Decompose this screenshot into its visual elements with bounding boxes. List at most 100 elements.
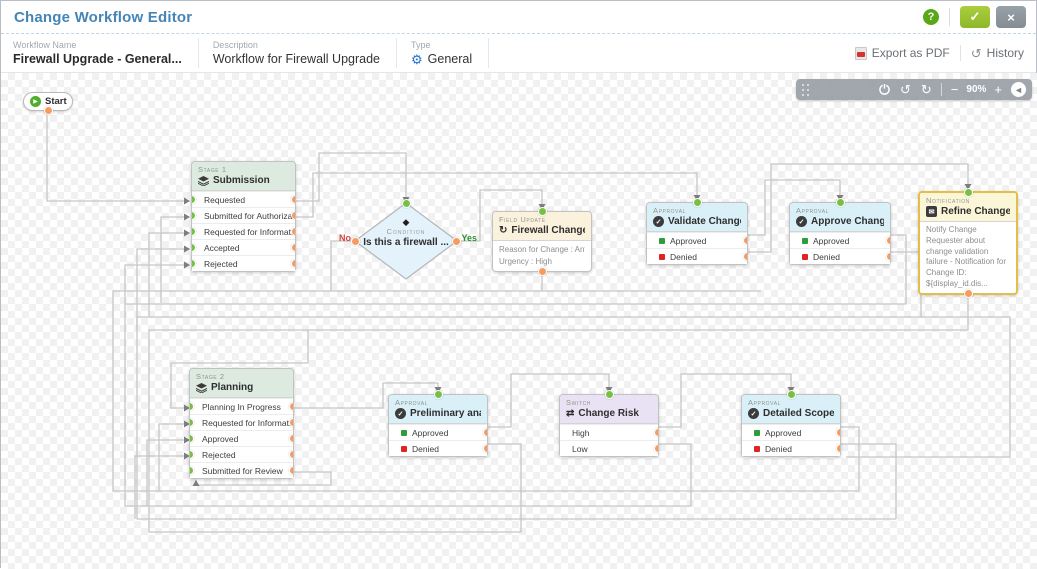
output-port[interactable]	[836, 444, 840, 453]
detailed-denied-row[interactable]: Denied	[742, 440, 840, 456]
switch-low-row[interactable]: Low	[560, 440, 658, 456]
drag-handle-icon[interactable]	[802, 83, 810, 96]
field-update-node[interactable]: Field Update ↻ Firewall Change fi... Rea…	[492, 207, 592, 276]
history-button[interactable]: ↺ History	[970, 45, 1024, 61]
output-port[interactable]	[743, 236, 747, 245]
output-port[interactable]	[289, 402, 293, 411]
input-port[interactable]	[190, 466, 194, 475]
input-port[interactable]	[192, 211, 196, 220]
input-port[interactable]	[433, 390, 443, 399]
output-port[interactable]	[743, 252, 747, 261]
output-port[interactable]	[654, 428, 658, 437]
stage1-row-requested[interactable]: Requested	[192, 191, 295, 207]
stage2-row-approved[interactable]: Approved	[190, 430, 293, 446]
output-port[interactable]	[483, 428, 487, 437]
collapse-toolbar-icon[interactable]: ◄	[1011, 82, 1026, 97]
stage1-node[interactable]: Stage 1 Submission Requested Submitted f…	[191, 161, 296, 272]
validate-denied-row[interactable]: Denied	[647, 248, 747, 264]
detailed-approved-row[interactable]: Approved	[742, 424, 840, 440]
stage1-row-requested-info[interactable]: Requested for Informat...	[192, 223, 295, 239]
help-icon[interactable]: ?	[923, 9, 939, 25]
approve-denied-row[interactable]: Denied	[790, 248, 890, 264]
switch-node[interactable]: Switch ⇄ Change Risk High Low	[559, 390, 659, 457]
workflow-name-field[interactable]: Workflow Name Firewall Upgrade - General…	[13, 38, 199, 68]
output-port[interactable]	[886, 236, 890, 245]
switch-high-row[interactable]: High	[560, 424, 658, 440]
output-port[interactable]	[291, 195, 295, 204]
stage1-title: Submission	[213, 175, 270, 186]
yes-output-port[interactable]	[452, 236, 461, 246]
save-confirm-button[interactable]: ✓	[960, 6, 990, 28]
preliminary-denied-row[interactable]: Denied	[389, 440, 487, 456]
stage1-row-accepted[interactable]: Accepted	[192, 239, 295, 255]
approval-detailed-node[interactable]: Approval ✓ Detailed Scope of... Approved…	[741, 390, 841, 457]
input-port[interactable]	[192, 227, 196, 236]
output-port[interactable]	[963, 288, 973, 298]
input-port[interactable]	[190, 418, 194, 427]
divider	[959, 45, 961, 61]
output-port[interactable]	[289, 418, 293, 427]
validate-approved-row[interactable]: Approved	[647, 232, 747, 248]
redo-icon[interactable]: ↻	[916, 83, 937, 96]
approval-approve-node[interactable]: Approval ✓ Approve Change ... Approved D…	[789, 198, 891, 265]
stage2-row-planning[interactable]: Planning In Progress	[190, 398, 293, 414]
output-port[interactable]	[291, 227, 295, 236]
input-port[interactable]	[786, 390, 796, 399]
reset-power-icon[interactable]	[874, 84, 895, 95]
stage2-row-requested-info[interactable]: Requested for Informat...	[190, 414, 293, 430]
description-field[interactable]: Description Workflow for Firewall Upgrad…	[213, 38, 397, 68]
approved-marker	[401, 429, 407, 436]
output-port[interactable]	[537, 267, 547, 276]
input-port[interactable]	[190, 434, 194, 443]
output-port[interactable]	[291, 211, 295, 220]
stage2-row-rejected[interactable]: Rejected	[190, 446, 293, 462]
output-port[interactable]	[289, 434, 293, 443]
output-port[interactable]	[291, 259, 295, 268]
input-port[interactable]	[963, 188, 973, 197]
stage2-row-submitted-review[interactable]: Submitted for Review	[190, 462, 293, 478]
workflow-canvas[interactable]: ↺ ↻ − 90% + ◄ ▶ Start Stage 1 Submission…	[1, 73, 1037, 569]
approval-validate-node[interactable]: Approval ✓ Validate Change ... Approved …	[646, 198, 748, 265]
approval-check-icon: ✓	[653, 216, 664, 227]
output-port[interactable]	[289, 450, 293, 459]
condition-node[interactable]: ◆ Condition Is this a firewall ... No Ye…	[339, 199, 477, 280]
input-port[interactable]	[692, 198, 702, 207]
approve-approved-row[interactable]: Approved	[790, 232, 890, 248]
input-port[interactable]	[401, 199, 411, 208]
undo-icon[interactable]: ↺	[895, 83, 916, 96]
output-port[interactable]	[289, 466, 293, 475]
preliminary-approved-row[interactable]: Approved	[389, 424, 487, 440]
approval-check-icon: ✓	[395, 408, 406, 419]
export-pdf-button[interactable]: Export as PDF	[854, 46, 950, 60]
output-port[interactable]	[291, 243, 295, 252]
start-output-port[interactable]	[43, 106, 53, 115]
input-port[interactable]	[192, 195, 196, 204]
input-port[interactable]	[190, 450, 194, 459]
output-port[interactable]	[654, 444, 658, 453]
output-port[interactable]	[886, 252, 890, 261]
switch-arrows-icon: ⇄	[566, 408, 575, 419]
zoom-out-icon[interactable]: −	[946, 83, 964, 96]
input-port[interactable]	[537, 207, 547, 216]
input-port[interactable]	[604, 390, 614, 399]
input-port[interactable]	[192, 243, 196, 252]
stage2-node[interactable]: Stage 2 Planning Planning In Progress Re…	[189, 368, 294, 479]
title-bar: Change Workflow Editor ? ✓ ×	[1, 1, 1036, 34]
approval-preliminary-node[interactable]: Approval ✓ Preliminary analy... Approved…	[388, 390, 488, 457]
type-field[interactable]: Type ⚙General	[411, 38, 490, 68]
output-port[interactable]	[836, 428, 840, 437]
notification-node[interactable]: Notification ✉ Refine Change &... Notify…	[918, 188, 1018, 298]
input-port[interactable]	[190, 402, 194, 411]
stage1-row-submitted[interactable]: Submitted for Authoriza...	[192, 207, 295, 223]
input-port[interactable]	[192, 259, 196, 268]
stage1-row-rejected[interactable]: Rejected	[192, 255, 295, 271]
close-button[interactable]: ×	[996, 6, 1026, 28]
input-port[interactable]	[835, 198, 845, 207]
approved-marker	[754, 429, 760, 436]
switch-title: Change Risk	[578, 408, 639, 419]
start-node[interactable]: ▶ Start	[23, 92, 73, 115]
no-output-port[interactable]	[351, 236, 360, 246]
output-port[interactable]	[483, 444, 487, 453]
field-update-category: Field Update	[499, 215, 546, 224]
zoom-in-icon[interactable]: +	[989, 83, 1007, 96]
